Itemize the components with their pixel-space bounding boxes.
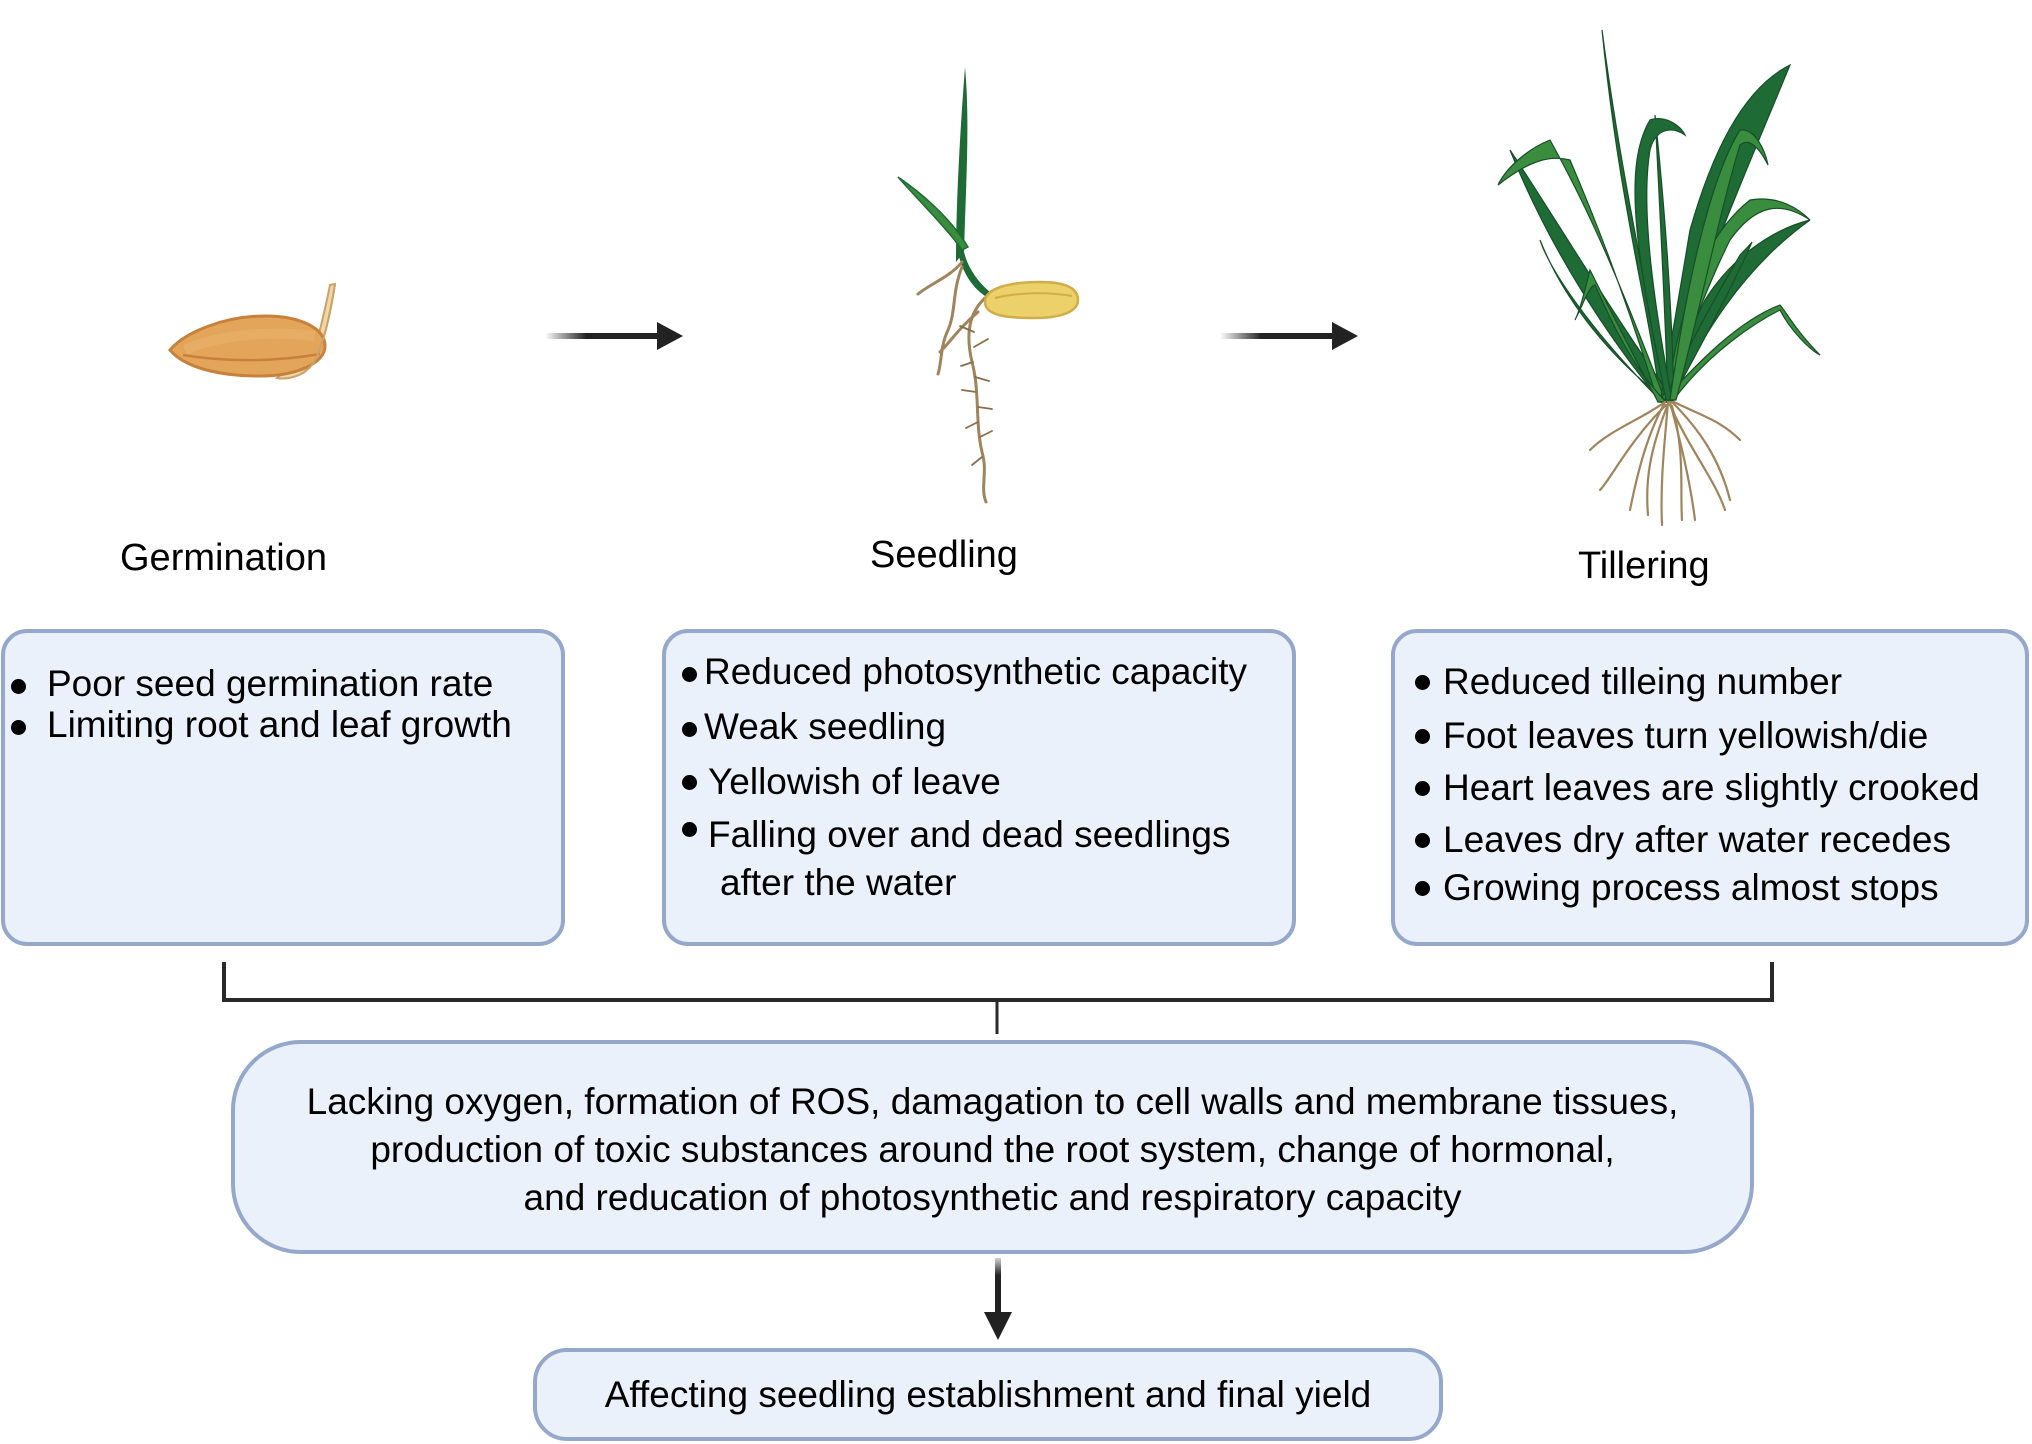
effect-item: Foot leaves turn yellowish/die bbox=[1415, 715, 2025, 767]
effect-item: Weak seedling bbox=[682, 706, 1292, 761]
effect-item: Reduced photosynthetic capacity bbox=[682, 651, 1292, 706]
mechanism-line: Lacking oxygen, formation of ROS, damaga… bbox=[306, 1081, 1679, 1122]
mechanism-line: production of toxic substances around th… bbox=[370, 1129, 1615, 1170]
effect-item: Falling over and dead seedlings bbox=[682, 814, 1292, 862]
mechanism-box: Lacking oxygen, formation of ROS, damaga… bbox=[231, 1040, 1754, 1254]
tillering-effects-box: Reduced tilleing number Foot leaves turn… bbox=[1391, 629, 2029, 946]
effect-item: Yellowish of leave bbox=[682, 761, 1292, 814]
stage-label-germination: Germination bbox=[120, 537, 327, 579]
outcome-box: Affecting seedling establishment and fin… bbox=[533, 1348, 1443, 1441]
arrow-right-icon bbox=[545, 322, 683, 350]
effects-list: Reduced photosynthetic capacity Weak see… bbox=[666, 633, 1292, 910]
stage-label-tillering: Tillering bbox=[1578, 545, 1710, 587]
effect-item: Reduced tilleing number bbox=[1415, 661, 2025, 715]
arrow-right-icon bbox=[1220, 322, 1358, 350]
germination-effects-box: Poor seed germination rate Limiting root… bbox=[1, 629, 565, 946]
effect-item: Poor seed germination rate bbox=[11, 663, 561, 704]
tillering-plant-icon bbox=[1497, 29, 1821, 527]
stage-label-seedling: Seedling bbox=[870, 534, 1018, 576]
arrow-down-icon bbox=[984, 1258, 1012, 1340]
seedling-icon bbox=[897, 67, 1080, 504]
effect-item: Leaves dry after water recedes bbox=[1415, 819, 2025, 867]
effect-item: Limiting root and leaf growth bbox=[11, 704, 561, 745]
effect-item: Growing process almost stops bbox=[1415, 867, 2025, 915]
outcome-text: Affecting seedling establishment and fin… bbox=[604, 1374, 1372, 1415]
bracket-line bbox=[222, 962, 1774, 1002]
germinating-seed-icon bbox=[168, 282, 337, 380]
mechanism-line: and reducation of photosynthetic and res… bbox=[523, 1177, 1462, 1218]
effect-item: Heart leaves are slightly crooked bbox=[1415, 767, 2025, 819]
effects-list: Poor seed germination rate Limiting root… bbox=[5, 633, 561, 745]
effects-list: Reduced tilleing number Foot leaves turn… bbox=[1395, 633, 2025, 915]
effect-item-continued: after the water bbox=[720, 862, 957, 903]
seedling-effects-box: Reduced photosynthetic capacity Weak see… bbox=[662, 629, 1296, 946]
